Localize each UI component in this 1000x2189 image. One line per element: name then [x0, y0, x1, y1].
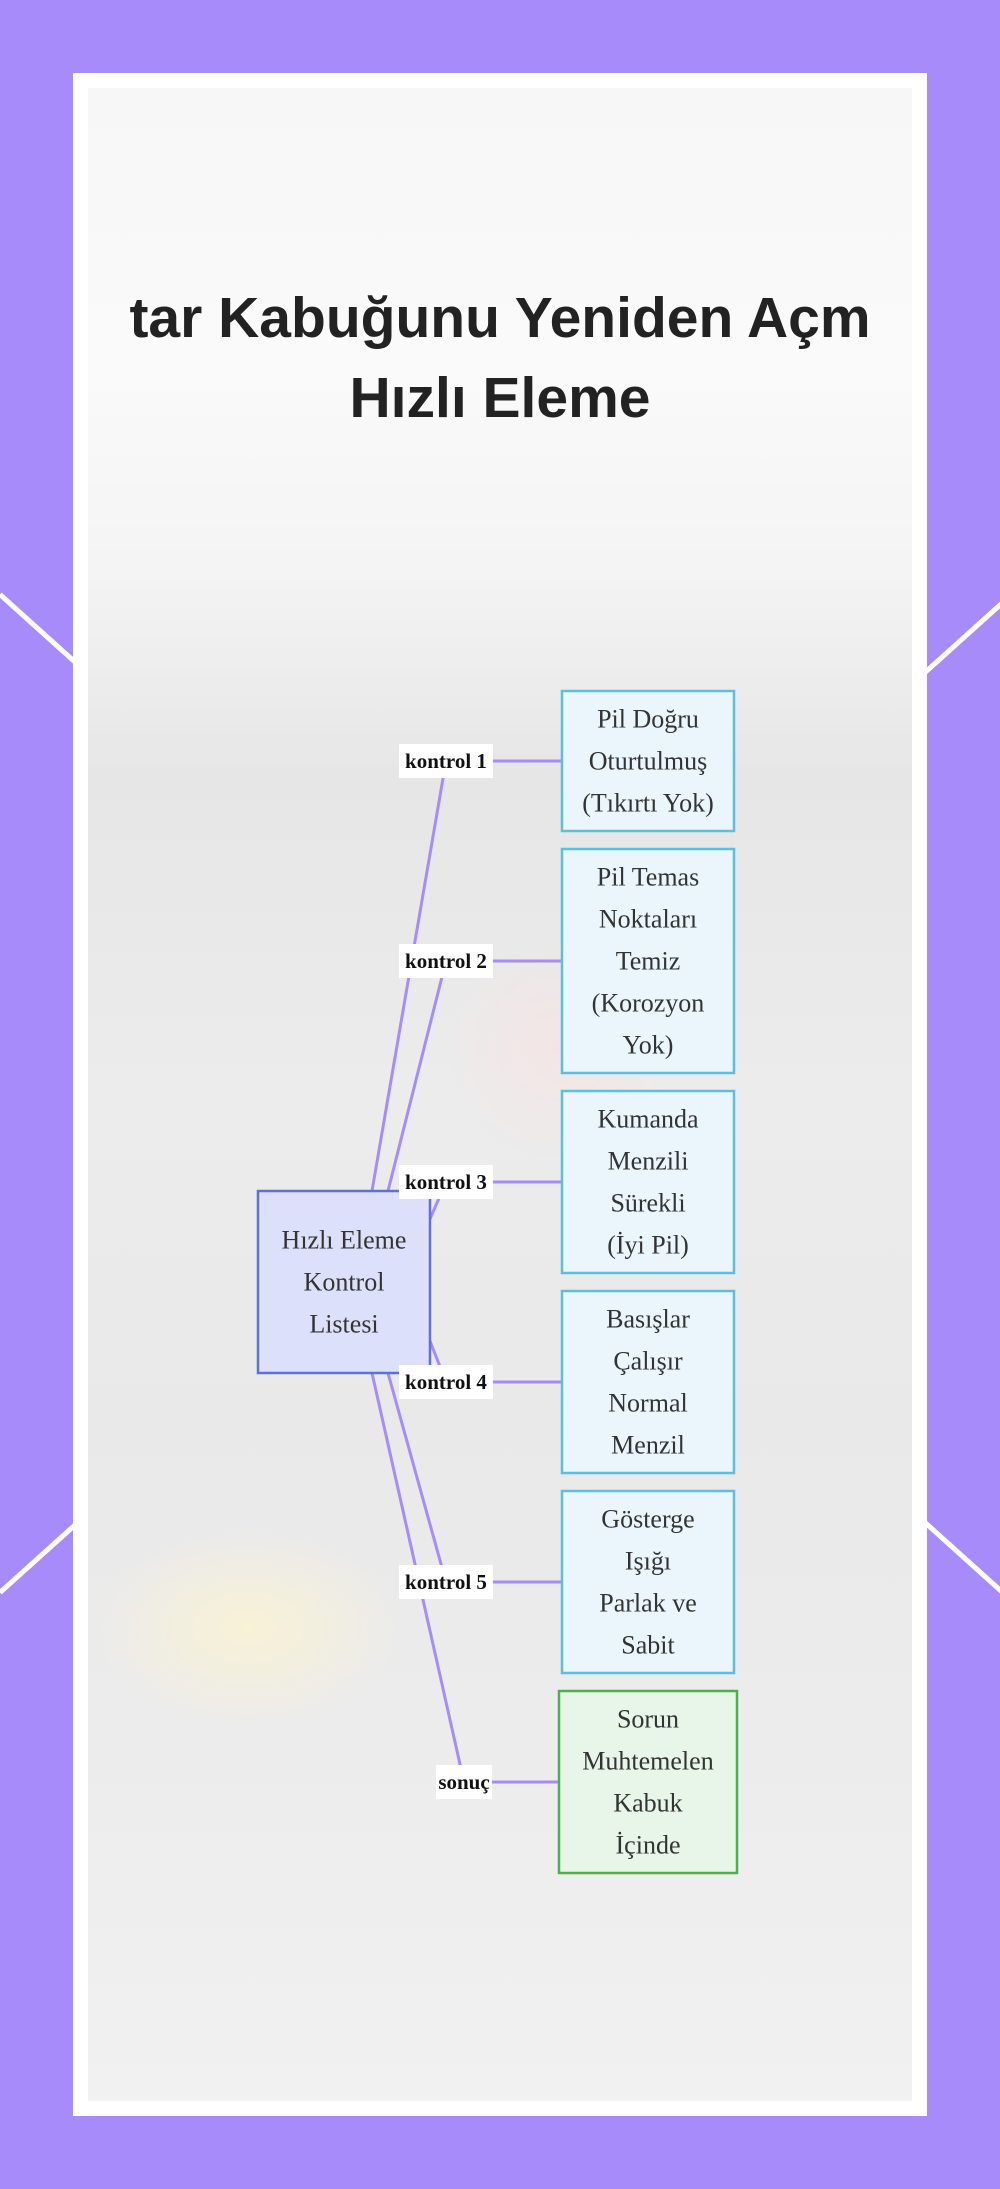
- edge-label-2: kontrol 2: [405, 949, 487, 973]
- root-node-text: Hızlı Eleme: [282, 1226, 407, 1255]
- result-node-text: Sorun: [617, 1705, 679, 1734]
- edge-label-bg-5: [399, 1565, 493, 1599]
- edge-label-bg-1: [399, 744, 493, 778]
- check-node-3-text: Sürekli: [610, 1189, 685, 1218]
- check-node-4-text: Menzil: [611, 1431, 685, 1460]
- page-title: tar Kabuğunu Yeniden Açm Hızlı Eleme: [88, 278, 912, 438]
- check-node-4-text: Çalışır: [613, 1347, 683, 1376]
- check-node-5-text: Gösterge: [601, 1505, 694, 1534]
- check-node-2-text: Temiz: [616, 947, 681, 976]
- edge-label-6: sonuç: [438, 1770, 489, 1794]
- edge-2: [386, 959, 562, 1192]
- check-node-3: [560, 1089, 736, 1275]
- check-node-3-text: (İyi Pil): [607, 1231, 689, 1260]
- edge-label-1: kontrol 1: [405, 749, 487, 773]
- result-node-text: Muhtemelen: [582, 1747, 713, 1776]
- title-line-1: tar Kabuğunu Yeniden Açm: [129, 286, 871, 350]
- check-node-5: [560, 1489, 736, 1675]
- check-node-1-text: Pil Doğru: [597, 705, 699, 734]
- check-node-3-text: Kumanda: [597, 1105, 699, 1134]
- root-node: [256, 1189, 432, 1375]
- edge-5: [386, 1372, 562, 1584]
- check-node-3-text: Menzili: [608, 1147, 689, 1176]
- edge-label-bg-2: [399, 944, 493, 978]
- edge-label-4: kontrol 4: [405, 1370, 487, 1394]
- edge-label-bg-6: [436, 1765, 492, 1799]
- decorative-line-right-lower: [923, 1520, 1000, 1595]
- edge-label-3: kontrol 3: [405, 1170, 487, 1194]
- result-node-text: İçinde: [616, 1831, 681, 1860]
- edge-label-bg-3: [399, 1165, 493, 1199]
- check-node-1-text: Oturtulmuş: [589, 747, 707, 776]
- check-node-2-text: Noktaları: [599, 905, 697, 934]
- root-node-text: Kontrol: [304, 1268, 385, 1297]
- decorative-line-left-lower: [0, 1520, 80, 1595]
- check-node-1: [560, 689, 736, 833]
- check-node-2-text: Yok): [623, 1031, 674, 1060]
- check-node-2-text: Pil Temas: [597, 863, 699, 892]
- decorative-line-right-upper: [923, 600, 1000, 675]
- edge-label-bg-4: [399, 1365, 493, 1399]
- check-node-5-text: Sabit: [621, 1631, 675, 1660]
- check-node-4-text: Basışlar: [606, 1305, 690, 1334]
- diagram-canvas: tar Kabuğunu Yeniden Açm Hızlı Eleme Hız…: [88, 88, 912, 2101]
- check-node-2: [560, 847, 736, 1075]
- check-node-5-text: Işığı: [625, 1547, 671, 1576]
- result-node-text: Kabuk: [613, 1789, 682, 1818]
- edge-label-5: kontrol 5: [405, 1570, 487, 1594]
- check-node-1-text: (Tıkırtı Yok): [582, 789, 713, 818]
- check-node-2-text: (Korozyon: [592, 989, 705, 1018]
- decorative-line-left-upper: [0, 592, 80, 667]
- result-node: [557, 1689, 739, 1875]
- check-node-4: [560, 1289, 736, 1475]
- title-line-2: Hızlı Eleme: [349, 366, 651, 430]
- root-node-text: Listesi: [309, 1310, 378, 1339]
- check-node-5-text: Parlak ve: [599, 1589, 696, 1618]
- check-node-4-text: Normal: [608, 1389, 687, 1418]
